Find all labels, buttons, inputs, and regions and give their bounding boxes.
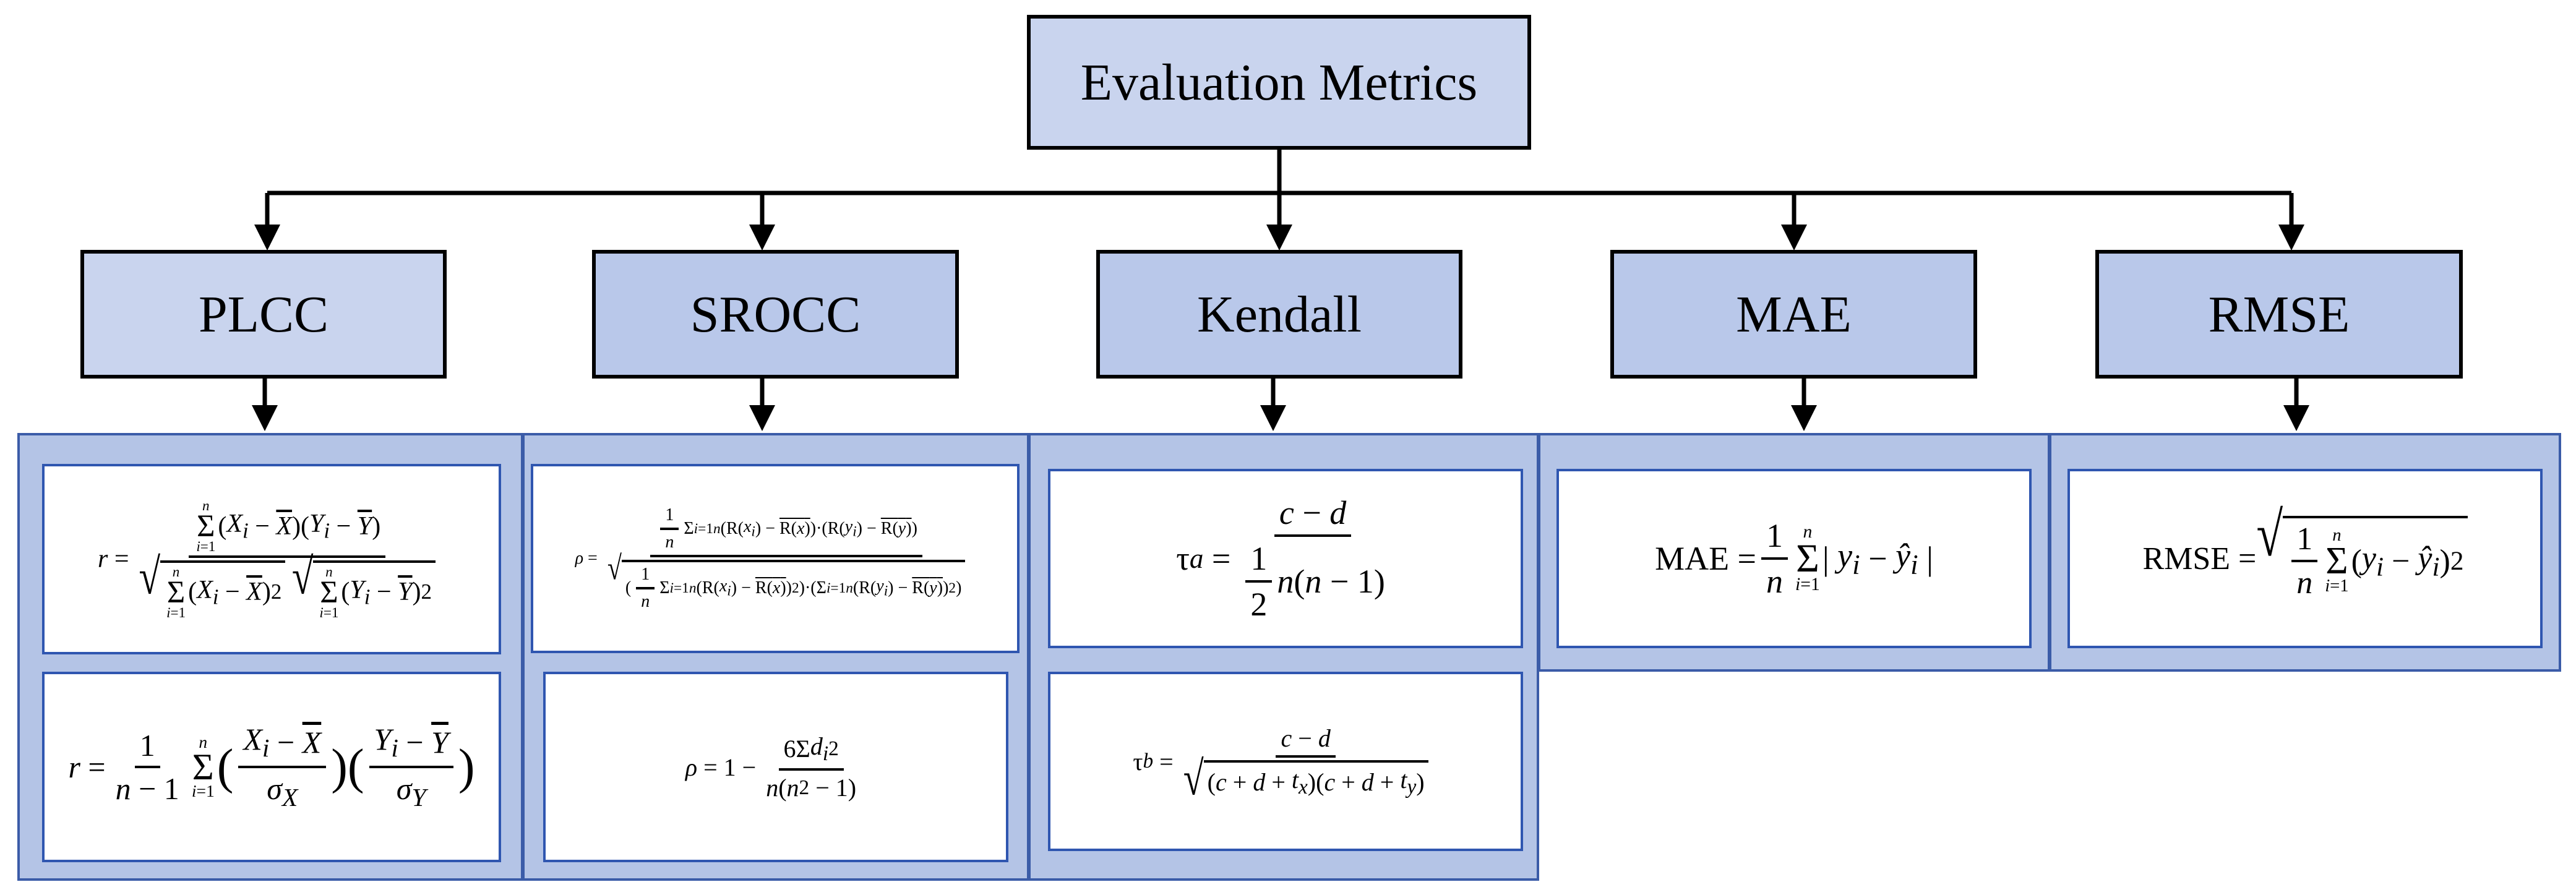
metric-label-srocc: SROCC [690, 285, 861, 343]
metric-node-kendall: Kendall [1096, 250, 1462, 379]
metric-label-mae: MAE [1736, 285, 1852, 343]
metric-node-mae: MAE [1610, 250, 1977, 379]
metric-node-srocc: SROCC [592, 250, 959, 379]
root-label: Evaluation Metrics [1080, 53, 1478, 111]
metric-label-rmse: RMSE [2208, 285, 2350, 343]
metric-label-kendall: Kendall [1197, 285, 1362, 343]
metric-node-rmse: RMSE [2095, 250, 2463, 379]
metric-node-plcc: PLCC [80, 250, 447, 379]
metric-label-plcc: PLCC [198, 285, 329, 343]
root-node-evaluation-metrics: Evaluation Metrics [1027, 15, 1531, 150]
